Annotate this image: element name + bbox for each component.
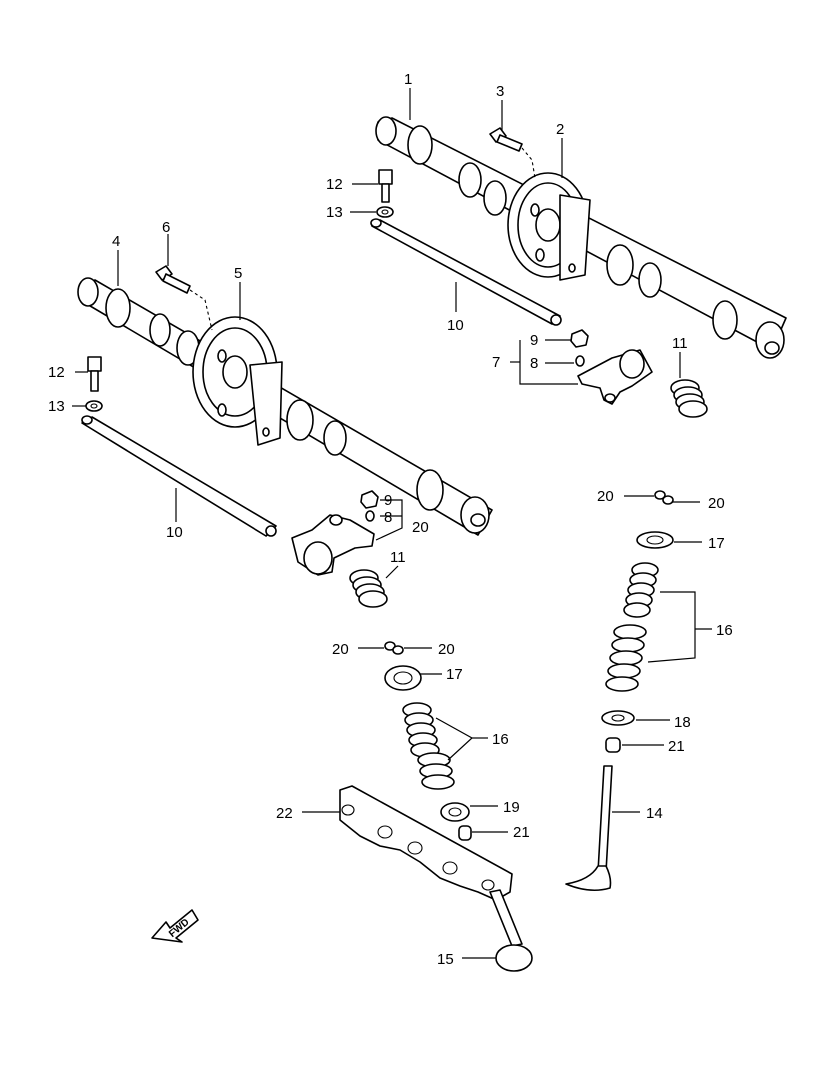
lower-washer: [85, 400, 103, 412]
callout-8-upper: 8: [530, 355, 538, 372]
callout-3: 3: [496, 83, 504, 100]
lower-camshaft: [77, 277, 493, 536]
right-stem-seal: [605, 737, 621, 753]
exhaust-valve: [489, 889, 533, 972]
upper-sprocket-bolt: [489, 127, 523, 152]
callout-18: 18: [674, 714, 691, 731]
upper-cam-sprocket: [507, 172, 591, 281]
right-inner-valve-spring: [605, 624, 647, 692]
callout-13-lower: 13: [48, 398, 65, 415]
callout-21-right: 21: [668, 738, 685, 755]
callout-numbers: 1 2 3 4 5 6 12 13 12 13 10 10 9 8 7 11 9…: [48, 71, 733, 968]
callout-11-upper: 11: [672, 335, 688, 352]
callout-5: 5: [234, 265, 242, 282]
callout-17-left: 17: [446, 666, 463, 683]
lower-rocker-shaft: [81, 415, 277, 537]
left-inner-valve-spring: [417, 752, 455, 790]
forward-direction-arrow: FWD: [151, 909, 199, 943]
callout-2: 2: [556, 121, 564, 138]
left-valve-spring-seat: [440, 802, 470, 822]
callout-15: 15: [437, 951, 454, 968]
callout-14: 14: [646, 805, 663, 822]
callout-12-upper: 12: [326, 176, 343, 193]
leader-lines: [72, 88, 712, 959]
lower-rocker-arm: [291, 514, 375, 576]
callout-10-lower: 10: [166, 524, 183, 541]
upper-washer: [376, 206, 394, 218]
lower-rocker-spring: [349, 569, 388, 608]
upper-rocker-arm: [577, 349, 653, 405]
lower-adjust-nut: [360, 490, 379, 509]
callout-16-right: 16: [716, 622, 733, 639]
upper-rocker-shaft-bolt: [378, 169, 393, 203]
callout-19: 19: [503, 799, 520, 816]
right-valve-cotter: [654, 490, 674, 505]
upper-adjust-nut: [570, 329, 589, 348]
callout-10-upper: 10: [447, 317, 464, 334]
right-valve-retainer: [636, 531, 674, 549]
upper-adjust-screw: [575, 355, 585, 367]
left-outer-valve-spring: [402, 702, 440, 758]
upper-rocker-shaft: [370, 218, 562, 326]
callout-13-upper: 13: [326, 204, 343, 221]
callout-22: 22: [276, 805, 293, 822]
right-spring-seat: [601, 710, 635, 726]
callout-11-lower: 11: [390, 549, 406, 566]
left-valve-retainer: [384, 665, 422, 691]
callout-20-left-b: 20: [438, 641, 455, 658]
callout-9-upper: 9: [530, 332, 538, 349]
callout-9-lower: 9: [384, 492, 392, 509]
callout-17-right: 17: [708, 535, 725, 552]
callout-8-lower: 8: [384, 509, 392, 526]
callout-6: 6: [162, 219, 170, 236]
upper-rocker-spring: [670, 379, 708, 418]
callout-1: 1: [404, 71, 412, 88]
lower-sprocket-bolt: [155, 265, 191, 294]
left-valve-cotter: [384, 641, 404, 655]
callout-21-left: 21: [513, 824, 530, 841]
callout-20-right-a: 20: [597, 488, 614, 505]
right-outer-valve-spring: [623, 562, 659, 618]
intake-valve: [565, 765, 613, 892]
lower-cam-sprocket: [192, 316, 283, 446]
callout-4: 4: [112, 233, 120, 250]
callout-12-lower: 12: [48, 364, 65, 381]
callout-7: 7: [492, 354, 500, 371]
callout-20-right-b: 20: [708, 495, 725, 512]
callout-20-lower-rocker: 20: [412, 519, 429, 536]
lower-adjust-screw: [365, 510, 375, 522]
left-stem-seal: [458, 825, 472, 841]
callout-16-left: 16: [492, 731, 509, 748]
callout-20-left-a: 20: [332, 641, 349, 658]
lower-rocker-shaft-bolt: [87, 356, 102, 392]
valve-gasket-plate: [339, 785, 513, 901]
